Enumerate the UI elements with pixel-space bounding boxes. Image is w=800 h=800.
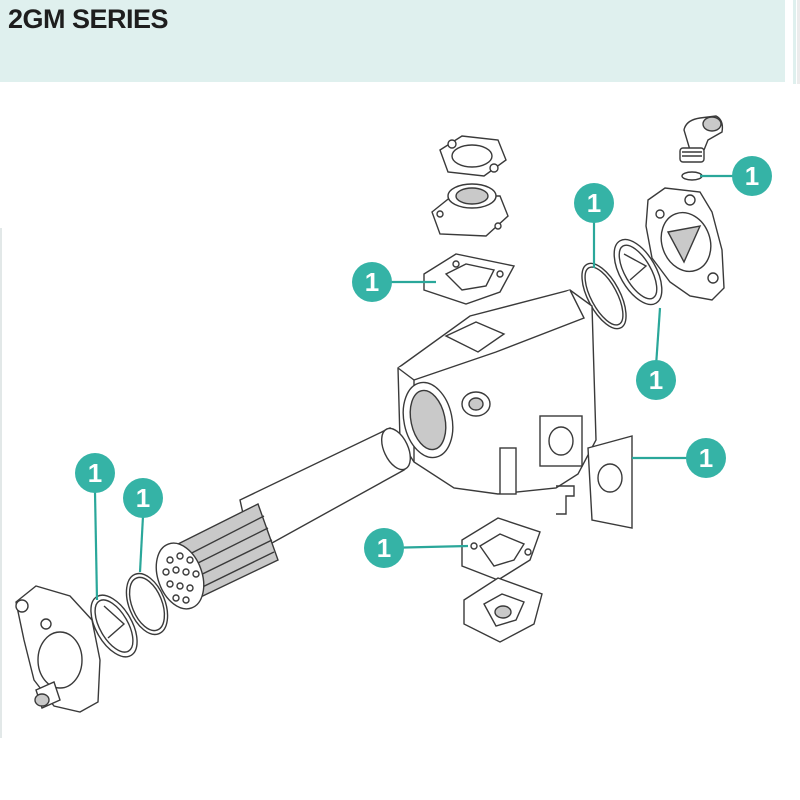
callout-endcap-oring-right: 1 <box>574 183 614 223</box>
callout-label: 1 <box>699 443 713 473</box>
end-cap-oring-left <box>125 572 169 636</box>
tube-bundle <box>155 503 279 610</box>
callout-label: 1 <box>88 458 102 488</box>
callout-label: 1 <box>649 365 663 395</box>
callout-elbow-oring: 1 <box>732 156 772 196</box>
callout-endcap-oring-left: 1 <box>123 478 163 518</box>
bottom-flange <box>463 577 543 643</box>
callout-side-gasket: 1 <box>686 438 726 478</box>
page-edge <box>797 0 800 84</box>
callout-label: 1 <box>365 267 379 297</box>
end-cap-oring-right <box>581 262 627 330</box>
callout-label: 1 <box>136 483 150 513</box>
bottom-gasket <box>461 517 541 581</box>
callout-bottom-gasket: 1 <box>364 528 404 568</box>
side-gasket <box>556 435 633 529</box>
callout-label: 1 <box>587 188 601 218</box>
page-title: 2GM SERIES <box>8 4 169 34</box>
callout-endcap-gasket-left: 1 <box>75 453 115 493</box>
callout-endcap-gasket-right: 1 <box>636 360 676 400</box>
heat-exchanger-housing <box>397 289 597 495</box>
end-cap-left <box>15 585 101 713</box>
top-gasket <box>423 253 516 305</box>
top-flange-elbow <box>431 183 509 237</box>
header-edge <box>793 0 796 84</box>
header-bar: 2GM SERIES <box>0 0 785 82</box>
elbow-fitting <box>679 115 724 181</box>
end-cap-gasket-right <box>613 238 663 306</box>
end-cap-right <box>645 187 725 301</box>
callout-label: 1 <box>745 161 759 191</box>
left-margin-rule <box>0 228 2 738</box>
callout-label: 1 <box>377 533 391 563</box>
top-cover-plate <box>439 135 507 177</box>
callout-top-gasket: 1 <box>352 262 392 302</box>
